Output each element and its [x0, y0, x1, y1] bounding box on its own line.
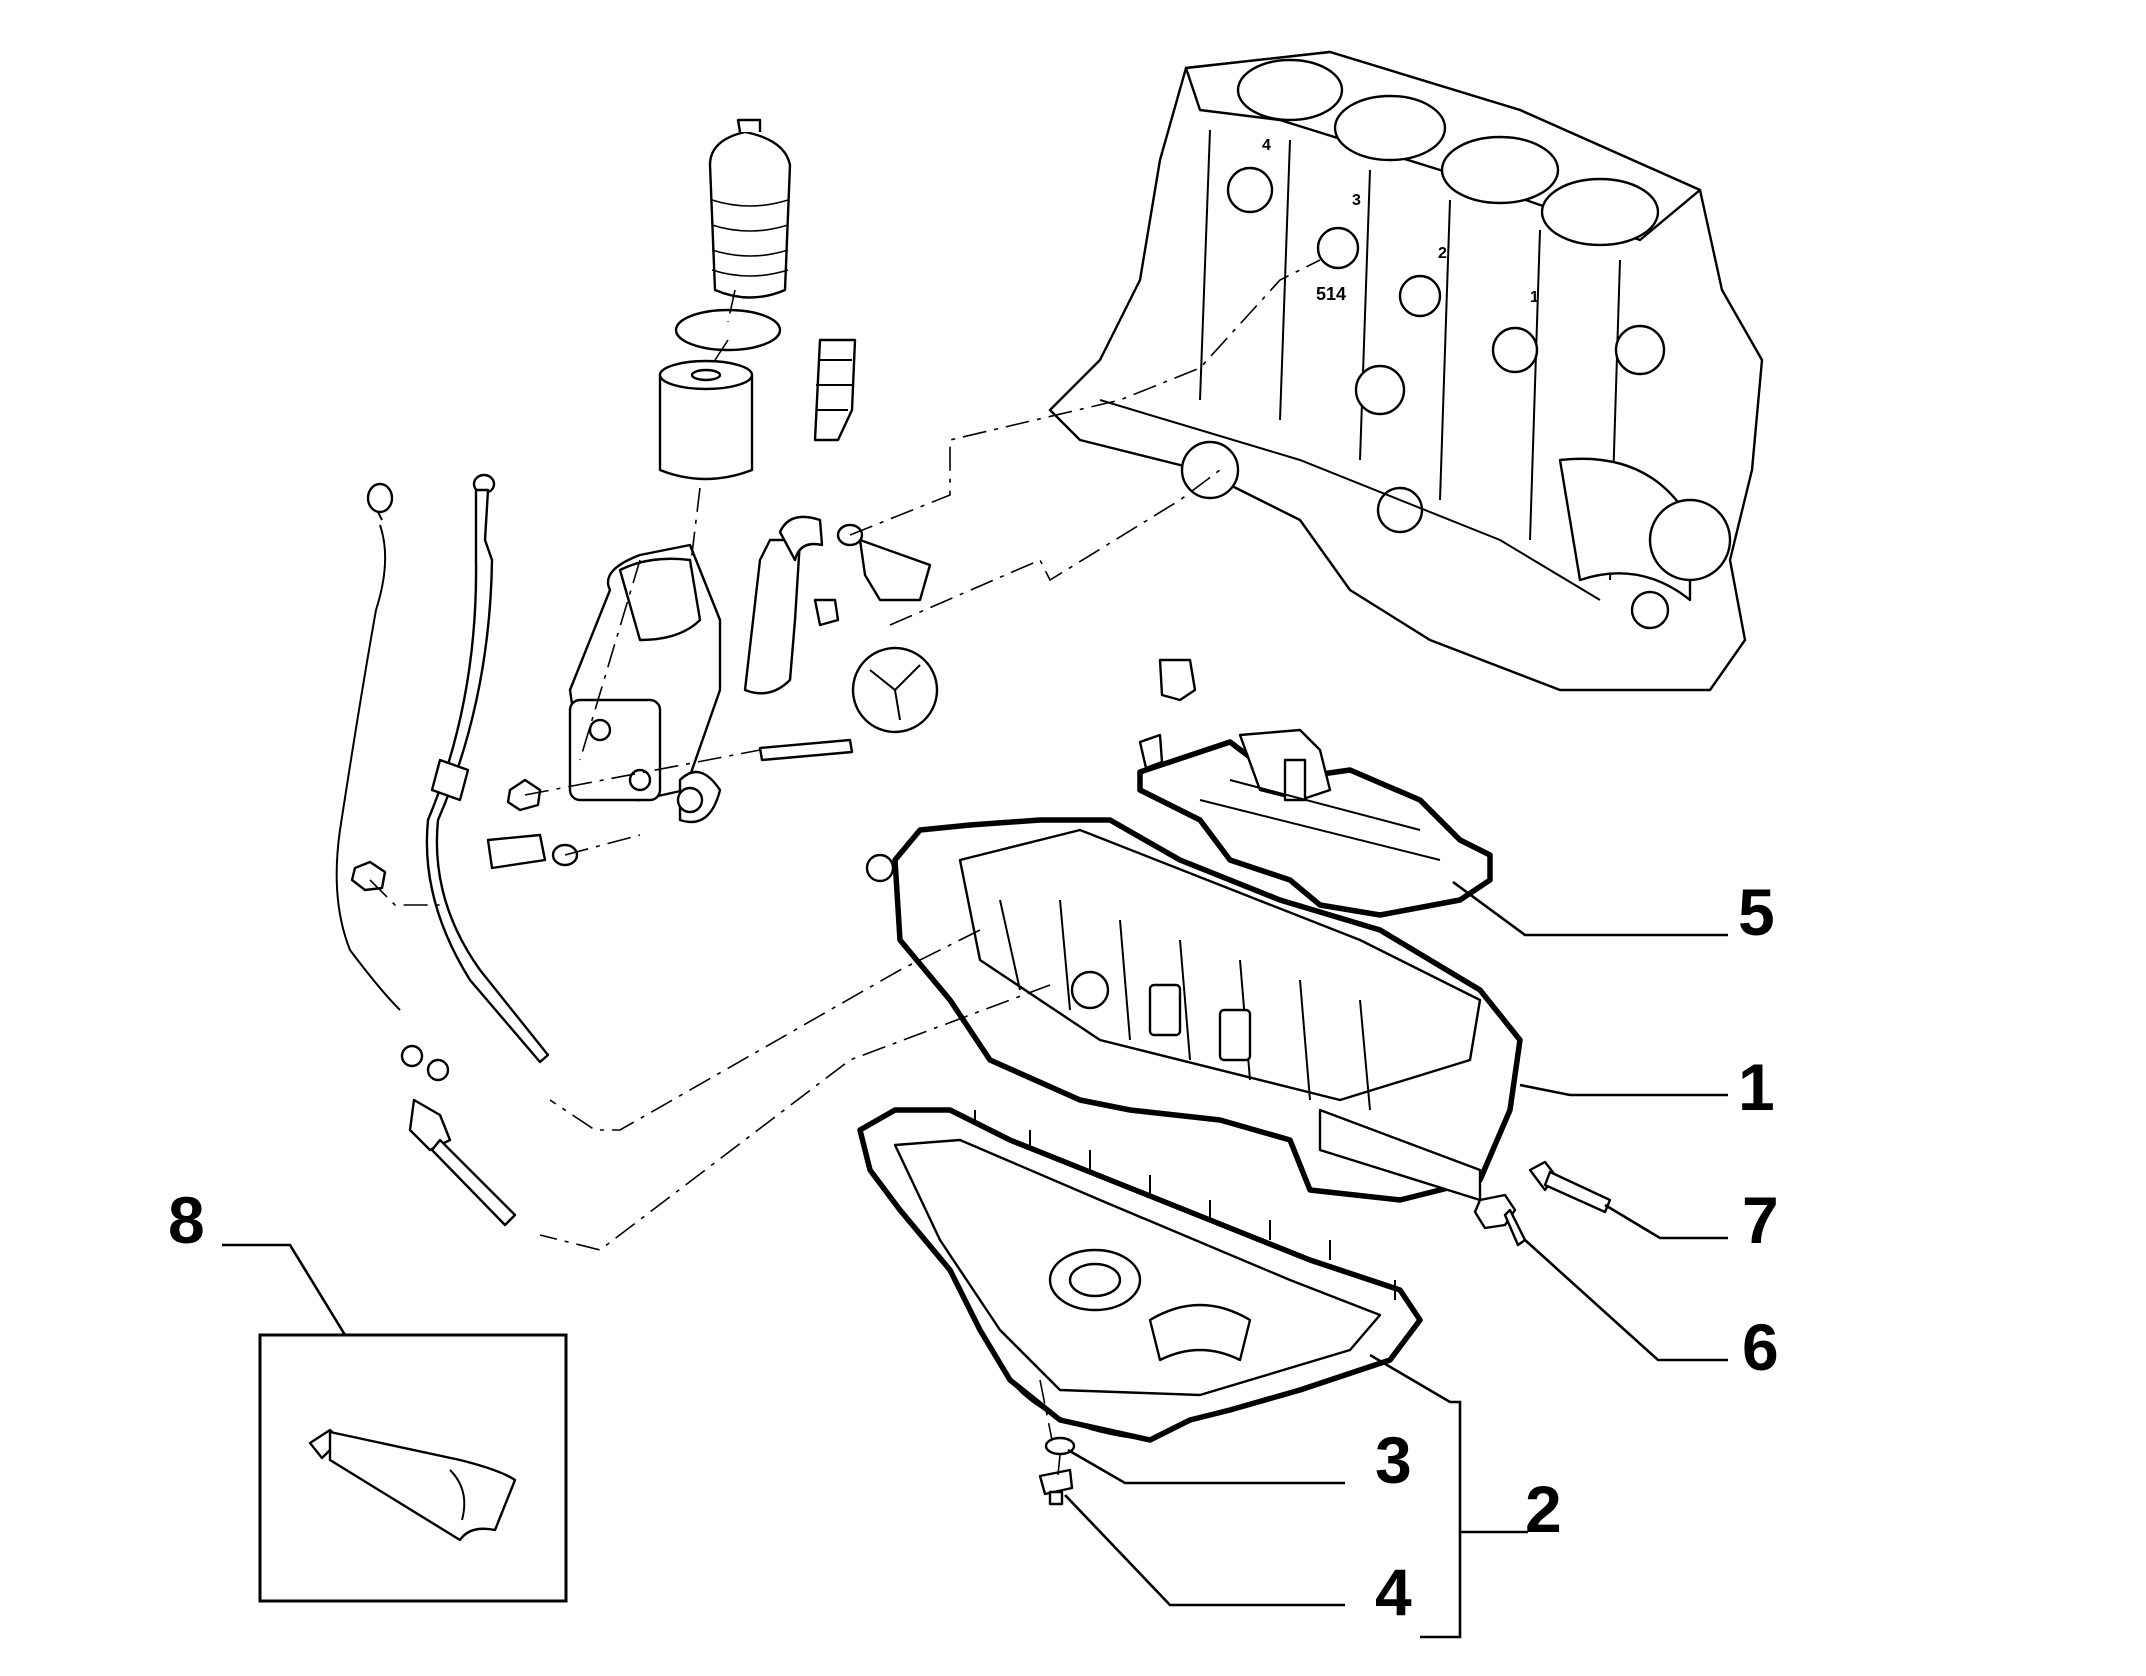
mounting-bracket[interactable]: [858, 538, 932, 602]
drain-plug[interactable]: [1038, 1468, 1074, 1506]
callout-label: 3: [1375, 1423, 1412, 1497]
filter-o-ring[interactable]: [674, 308, 782, 352]
callout-label: 4: [1375, 1555, 1412, 1629]
callout-label: 6: [1742, 1310, 1779, 1384]
oil-level-sensor[interactable]: [408, 1098, 517, 1227]
tube-bolt[interactable]: [350, 860, 387, 892]
sump-screw[interactable]: [1473, 1193, 1527, 1247]
cylinder-number: 2: [1438, 245, 1447, 262]
sealant-tube[interactable]: [308, 1428, 517, 1542]
lower-oil-pan[interactable]: [857, 1107, 1423, 1443]
cylinder-number: 1: [1530, 289, 1539, 306]
dipstick-tube[interactable]: [425, 473, 550, 1064]
assembly-lines: [369, 259, 1321, 1476]
oil-pump-cover[interactable]: [851, 646, 939, 734]
sensor-stud[interactable]: [758, 738, 854, 762]
callout-label: 2: [1525, 1472, 1562, 1546]
tube-seal[interactable]: [426, 1058, 450, 1082]
coolant-pipe[interactable]: [813, 338, 857, 442]
casting-code: 514: [1316, 284, 1346, 304]
baffle-clip: [1158, 658, 1197, 702]
callout-label: 5: [1738, 875, 1775, 949]
cylinder-number: 4: [1262, 137, 1271, 154]
upper-oil-sump[interactable]: [865, 817, 1523, 1203]
baffle-bolt: [1138, 733, 1164, 770]
cylinder-number: 3: [1352, 192, 1361, 209]
baffle-plate[interactable]: [1137, 658, 1493, 918]
pressure-sensor[interactable]: [486, 833, 579, 870]
callout-labels: 1 2 3 4 5 6 7 8: [168, 875, 1779, 1629]
drain-plug-washer[interactable]: [1044, 1436, 1076, 1456]
oil-filter-cap[interactable]: [708, 118, 792, 299]
engine-block[interactable]: 4 3 2 1 514: [1048, 50, 1764, 692]
bracket-bolt[interactable]: [813, 598, 840, 627]
oil-filter-element[interactable]: [658, 359, 754, 481]
dipstick[interactable]: [335, 482, 401, 1011]
housing-nut[interactable]: [506, 778, 542, 812]
tube-seal[interactable]: [400, 1044, 424, 1068]
oil-filter-housing[interactable]: [568, 538, 802, 824]
callout-leaders: [222, 880, 1728, 1639]
sump-bolt[interactable]: [1528, 1160, 1612, 1214]
callout-label: 8: [168, 1183, 205, 1257]
callout-label: 1: [1738, 1050, 1775, 1124]
coolant-elbow[interactable]: [778, 515, 824, 562]
callout-label: 7: [1742, 1183, 1779, 1257]
